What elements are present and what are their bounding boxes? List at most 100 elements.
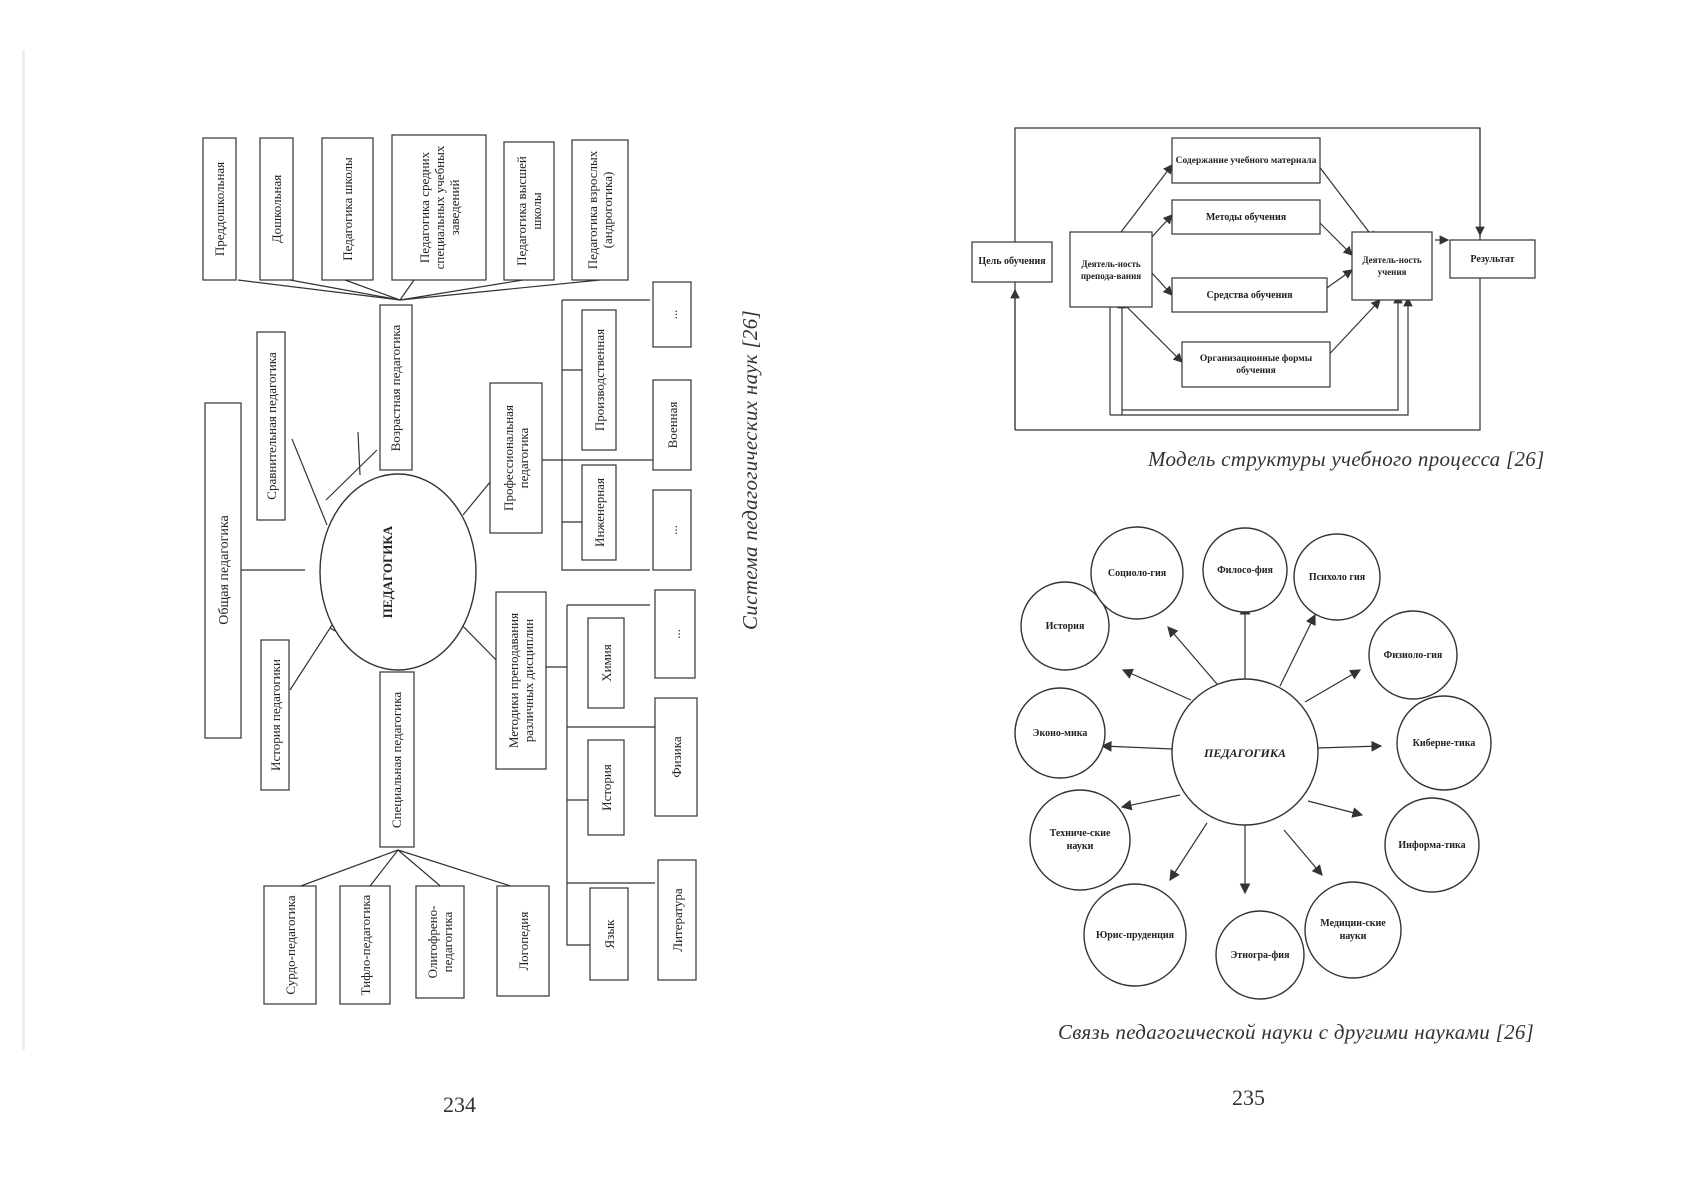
method-node-4: Язык: [601, 919, 617, 949]
special-node-0: Сурдо-педагогика: [282, 895, 298, 995]
age-node-0: Преддошкольная: [212, 161, 227, 257]
science-node-circle-7: [1083, 883, 1187, 987]
prof-node-0-frame: [581, 309, 617, 451]
special-node-0-frame: [263, 885, 317, 1005]
history-pedagogy-box: История педагогики: [268, 659, 283, 771]
methods-box: Методы обучения: [1205, 211, 1287, 223]
age-node-1: Дошкольная: [269, 174, 284, 244]
professional-pedagogy-box: Профессиональная педагогика: [501, 405, 531, 511]
science-node-circle-3: [1396, 695, 1492, 791]
science-node-10: История: [1045, 620, 1085, 632]
special-node-3: Логопедия: [515, 911, 531, 971]
method-node-0: Химия: [598, 644, 614, 682]
method-node-4-frame: [589, 887, 629, 981]
special-node-3-frame: [496, 885, 550, 997]
age-node-2: Педагогика школы: [340, 157, 355, 261]
prof-node-4: ...: [664, 525, 680, 535]
method-node-5: Литература: [669, 888, 685, 952]
age-node-4: Педагогика высшей школы: [514, 156, 544, 266]
age-node-4-frame: [503, 141, 555, 281]
method-node-0-frame: [587, 617, 625, 709]
comparative-pedagogy-box: Сравнительная педагогика: [264, 352, 279, 500]
prof-node-3: Инженерная: [591, 478, 607, 547]
science-node-circle-4: [1384, 797, 1480, 893]
result-box: Результат: [1470, 253, 1515, 265]
science-node-4: Информа-тика: [1398, 839, 1466, 851]
teaching-methods-box: Методики преподавания различных дисципли…: [506, 612, 536, 749]
method-node-3-frame: [654, 697, 698, 817]
science-node-circle-1: [1293, 533, 1381, 621]
learning-process-model-diagram: Цель обучения Деятель-ность препода-вани…: [971, 127, 1536, 431]
science-node-circle-9: [1014, 687, 1106, 779]
pedagogy-system-diagram: ПЕДАГОГИКА Общая педагогика Сравнительна…: [202, 134, 698, 1005]
prof-node-3-frame: [581, 464, 617, 561]
age-node-2-frame: [321, 137, 374, 281]
age-node-3-frame: [391, 134, 487, 281]
science-node-circle-8: [1029, 789, 1131, 891]
network-center-label: ПЕДАГОГИКА: [1203, 746, 1286, 760]
science-node-circle-5: [1304, 881, 1402, 979]
method-node-1-frame: [654, 589, 696, 679]
science-node-circle-6: [1215, 910, 1305, 1000]
prof-node-4-frame: [652, 489, 692, 571]
prof-node-1-frame: [652, 281, 692, 348]
special-node-2-frame: [415, 885, 465, 999]
right-page-number: 235: [1232, 1085, 1265, 1110]
page-fold-shadow: [22, 50, 25, 1050]
science-node-6: Этногра-фия: [1230, 949, 1290, 961]
network-arrow-4: [1307, 800, 1364, 818]
network-arrow-2: [1304, 669, 1362, 703]
prof-node-1: ...: [664, 309, 680, 320]
science-node-11: Социоло-гия: [1107, 567, 1167, 579]
teaching-activity-box: Деятель-ность препода-вания: [1080, 258, 1142, 281]
age-node-0-frame: [202, 137, 237, 281]
network-caption: Связь педагогической науки с другими нау…: [1058, 1020, 1535, 1044]
forms-box: Организационные формы обучения: [1199, 353, 1313, 376]
science-node-circle-0: [1202, 527, 1288, 613]
special-node-2: Олигофрено-педагогика: [425, 905, 455, 979]
age-node-5-frame: [571, 139, 629, 281]
age-pedagogy-box: Возрастная педагогика: [388, 324, 403, 451]
science-node-circle-2: [1368, 610, 1458, 700]
science-node-9: Эконо-мика: [1032, 727, 1088, 739]
science-node-2: Физиоло-гия: [1383, 649, 1443, 661]
network-arrow-1: [1279, 613, 1316, 687]
special-pedagogy-box: Специальная педагогика: [389, 692, 404, 828]
network-arrow-10: [1121, 668, 1192, 701]
method-node-2: История: [598, 764, 614, 811]
prof-node-2-frame: [652, 379, 692, 471]
goal-box: Цель обучения: [978, 256, 1046, 267]
means-box: Средства обучения: [1206, 289, 1293, 301]
prof-node-0: Производственная: [591, 328, 607, 432]
left-page-number: 234: [443, 1092, 476, 1117]
model-caption: Модель структуры учебного процесса [26]: [1148, 447, 1545, 471]
method-node-5-frame: [657, 859, 697, 981]
network-arrow-8: [1120, 794, 1181, 811]
method-node-3: Физика: [668, 736, 684, 778]
center-pedagogy-ellipse: [319, 473, 477, 671]
network-center-circle: [1171, 678, 1319, 826]
network-arrow-11: [1167, 626, 1218, 685]
special-node-1-frame: [339, 885, 391, 1005]
method-node-1: ...: [667, 629, 683, 639]
science-node-circle-10: [1020, 581, 1110, 671]
general-pedagogy-box: Общая педагогика: [217, 514, 232, 624]
science-node-circle-11: [1090, 526, 1184, 620]
network-arrow-9: [1100, 741, 1174, 752]
science-node-0: Филосо-фия: [1217, 564, 1273, 576]
center-pedagogy-label: ПЕДАГОГИКА: [380, 525, 395, 618]
science-node-5: Медицин-ские науки: [1320, 918, 1386, 942]
age-node-1-frame: [259, 137, 294, 281]
age-node-3: Педагогика средних специальных учебных з…: [416, 145, 462, 270]
science-node-7: Юрис-пруденция: [1095, 929, 1175, 941]
science-node-1: Психоло гия: [1308, 571, 1366, 583]
age-node-5: Педагогика взрослых (андрогогика): [585, 150, 615, 270]
left-caption: Система педагогических наук [26]: [738, 309, 762, 630]
network-arrow-5: [1283, 829, 1323, 876]
learning-activity-box: Деятель-ность учения: [1362, 255, 1422, 277]
method-node-2-frame: [587, 739, 625, 836]
content-box: Содержание учебного материала: [1175, 155, 1317, 166]
science-node-8: Техниче-ские науки: [1049, 828, 1111, 852]
